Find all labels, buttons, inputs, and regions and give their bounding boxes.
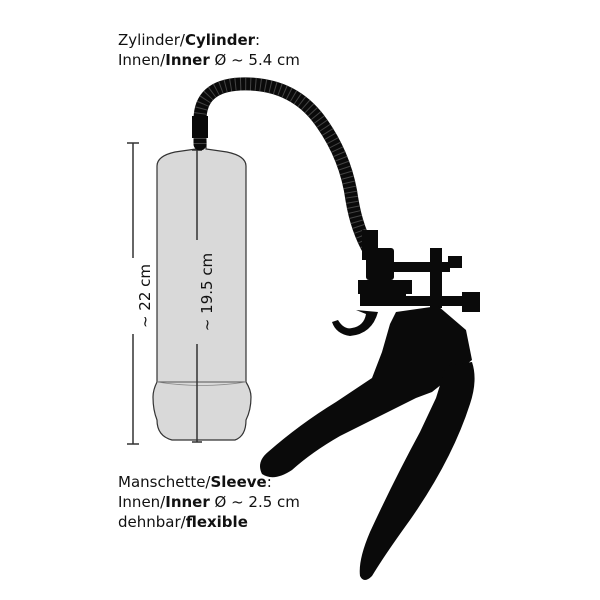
inner-length-label: ~ 19.5 cm [198, 253, 216, 331]
cylinder-spec-label: Zylinder/Cylinder: Innen/Inner Ø ~ 5.4 c… [118, 30, 300, 70]
sleeve-label-line-3: dehnbar/flexible [118, 513, 248, 531]
sleeve-label-line-2: Innen/Inner Ø ~ 2.5 cm [118, 493, 300, 511]
cylinder-label-line-1: Zylinder/Cylinder: [118, 31, 261, 49]
outer-length-dimension: ~ 22 cm [120, 142, 154, 445]
cylinder-label-line-2: Innen/Inner Ø ~ 5.4 cm [118, 51, 300, 69]
inner-length-dimension: ~ 19.5 cm [187, 149, 216, 443]
outer-length-label: ~ 22 cm [136, 264, 154, 328]
pump-handle [260, 248, 480, 580]
sleeve-label-line-1: Manschette/Sleeve: [118, 473, 272, 491]
sleeve-spec-label: Manschette/Sleeve: Innen/Inner Ø ~ 2.5 c… [118, 472, 300, 532]
